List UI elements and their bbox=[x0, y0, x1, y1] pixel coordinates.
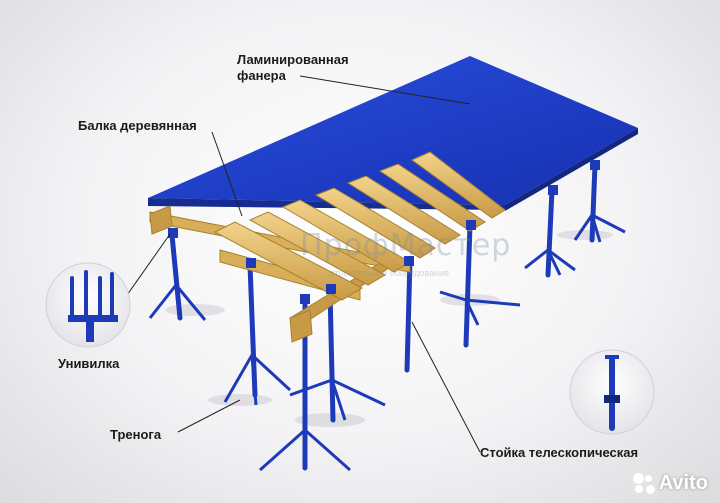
label-fork-head: Унивилка bbox=[58, 356, 120, 371]
watermark-text: ПрофМастер bbox=[300, 228, 512, 263]
tripods-group bbox=[148, 213, 626, 472]
watermark-subtext: строительное оборудование bbox=[330, 268, 450, 278]
fork-heads bbox=[168, 160, 600, 304]
label-tripod: Тренога bbox=[110, 427, 162, 442]
plywood-deck bbox=[148, 56, 638, 211]
avito-dots-icon bbox=[632, 472, 655, 495]
label-plywood: Ламинированная фанера bbox=[237, 52, 349, 83]
wooden-beams bbox=[149, 151, 506, 343]
avito-logo: Avito bbox=[632, 472, 708, 495]
leader-lines bbox=[124, 75, 481, 453]
prop-inset bbox=[569, 349, 655, 435]
fork-inset bbox=[45, 262, 131, 348]
label-telescopic-prop: Стойка телескопическая bbox=[480, 445, 639, 460]
props-group bbox=[169, 162, 598, 471]
label-wooden-beam: Балка деревянная bbox=[78, 118, 197, 133]
avito-wordmark: Avito bbox=[658, 472, 708, 494]
